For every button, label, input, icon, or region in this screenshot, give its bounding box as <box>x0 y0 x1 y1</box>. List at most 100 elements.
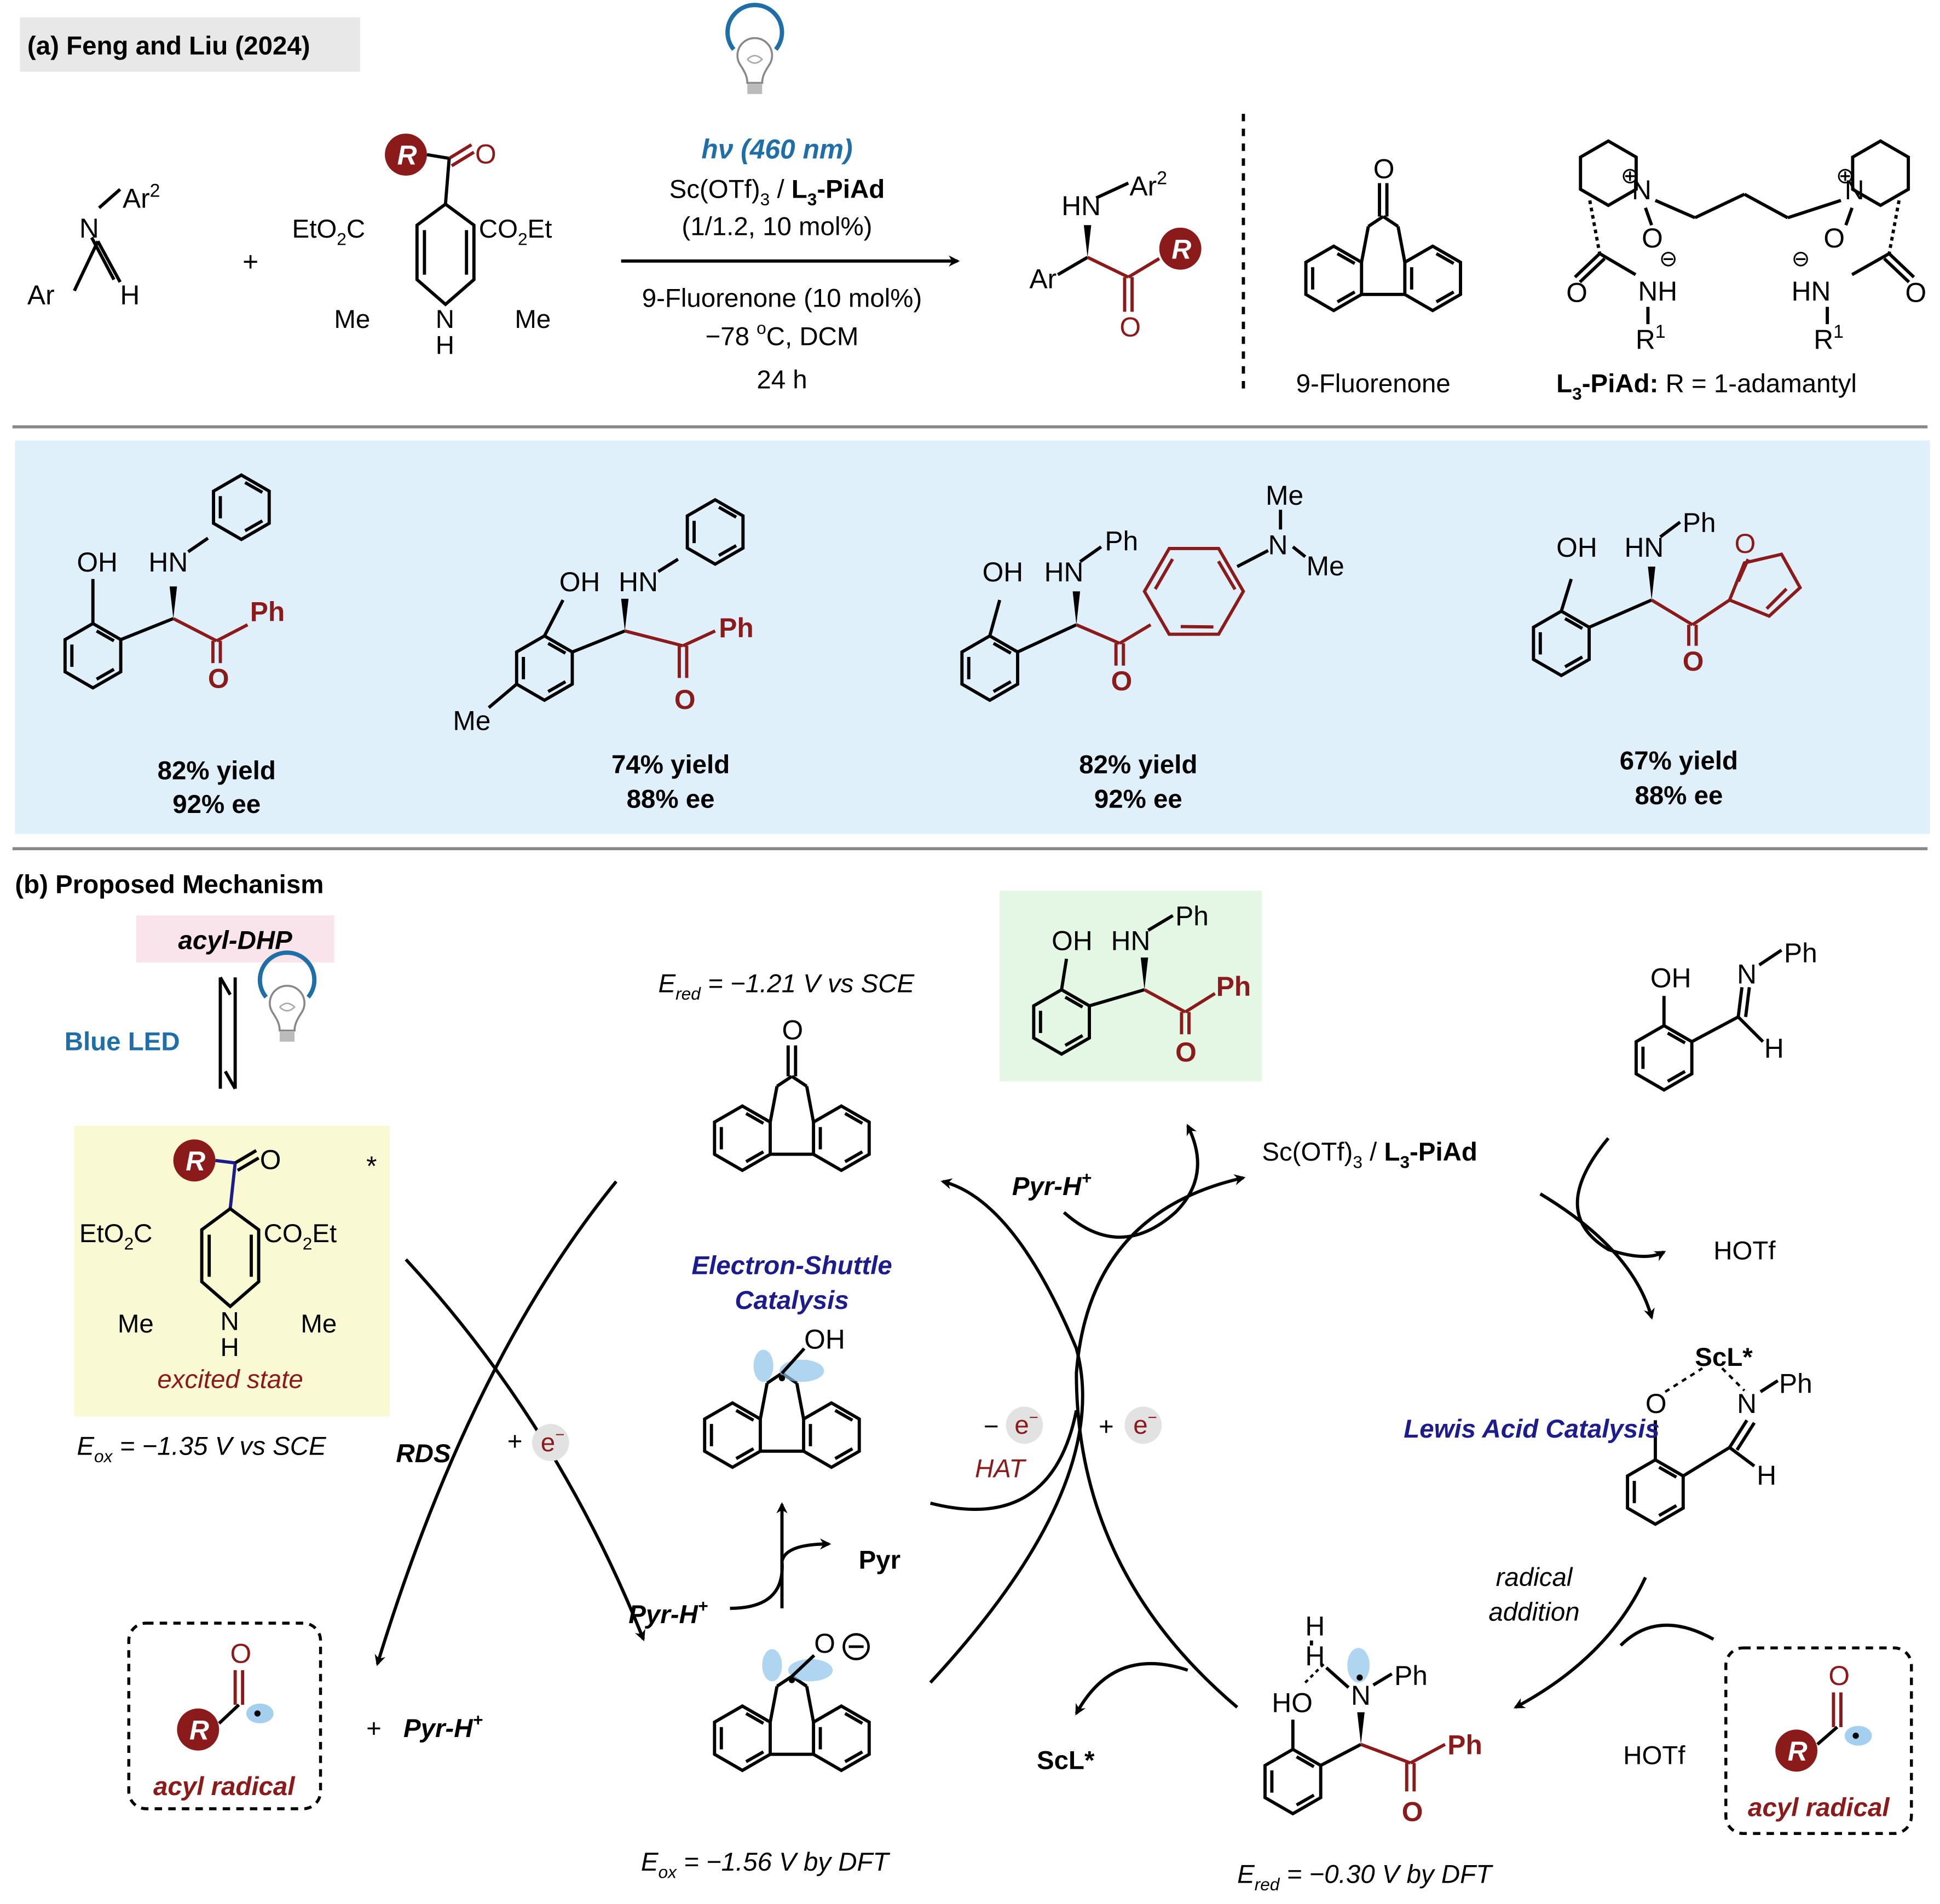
imine-reactant: N Ar2 Ar H <box>27 180 160 310</box>
svg-text:OH: OH <box>1556 532 1597 563</box>
svg-text:O: O <box>1175 1037 1197 1068</box>
product-box <box>1000 891 1262 1082</box>
svg-text:N: N <box>436 305 454 334</box>
part-a-heading: (a) Feng and Liu (2024) <box>27 31 310 60</box>
electron-circle <box>532 1424 569 1461</box>
svg-text:Ar: Ar <box>1029 264 1056 295</box>
sc-catalyst-label: Sc(OTf)3 / L3-PiAd <box>1262 1138 1477 1172</box>
acyl-radical-box <box>127 1622 322 1810</box>
excited-dhp: R O * EtO2C CO2Et Me Me N H excited stat… <box>79 1139 377 1394</box>
svg-text:e−: e− <box>541 1426 565 1457</box>
svg-text:Me: Me <box>1307 551 1344 581</box>
svg-text:N: N <box>1845 175 1864 205</box>
radical-addition-label: radical <box>1496 1563 1573 1592</box>
svg-text:R: R <box>189 1715 209 1745</box>
svg-text:CO2Et: CO2Et <box>264 1219 337 1254</box>
svg-text:Ph: Ph <box>250 596 285 627</box>
electron-shuttle-label: Electron-Shuttle <box>691 1251 892 1280</box>
eox-dhp: Eox = −1.35 V vs SCE <box>77 1432 327 1467</box>
acyl-radical-left: R O acyl radical <box>153 1638 295 1801</box>
product-structure: OH HN Ph Ph O <box>1033 901 1251 1068</box>
svg-text:acyl radical: acyl radical <box>153 1772 295 1801</box>
svg-text:NH: NH <box>1638 276 1677 307</box>
part-b-heading: (b) Proposed Mechanism <box>15 870 324 899</box>
radical-intermediate: HO H H N Ph Ph O <box>1265 1611 1482 1827</box>
pyr-h-label: Pyr-H+ <box>1012 1168 1092 1201</box>
svg-text:*: * <box>366 1151 377 1181</box>
svg-text:88% ee: 88% ee <box>627 785 715 814</box>
svg-text:Me: Me <box>334 305 370 334</box>
svg-text:OH: OH <box>559 567 601 597</box>
scope-entry-1: OH HN Ph O 82% yield 92% ee <box>65 475 285 819</box>
svg-text:HN: HN <box>1792 276 1831 307</box>
svg-text:R: R <box>1788 1736 1808 1767</box>
svg-text:OH: OH <box>1650 962 1691 993</box>
svg-text:N: N <box>1351 1680 1371 1711</box>
ered-intermediate: Ered = −0.30 V by DFT <box>1237 1860 1493 1895</box>
svg-text:N: N <box>79 213 99 244</box>
svg-text:Me: Me <box>301 1309 337 1338</box>
reaction-conditions: hν (460 nm) Sc(OTf)3 / L3-PiAd (1/1.2, 1… <box>621 134 960 395</box>
svg-text:N: N <box>1737 959 1757 990</box>
svg-text:R: R <box>397 140 417 171</box>
svg-text:(1/1.2, 10 mol%): (1/1.2, 10 mol%) <box>682 212 872 241</box>
scope-entry-2: OH Me HN Ph O 74% yield 88% ee <box>453 500 754 814</box>
hat-label: HAT <box>975 1454 1026 1483</box>
fluorenone-structure: O 9-Fluorenone <box>1296 153 1460 398</box>
svg-text:O: O <box>1823 223 1845 253</box>
scope-panel <box>15 440 1930 834</box>
svg-text:Ph: Ph <box>719 613 754 643</box>
svg-text:e−: e− <box>1014 1409 1038 1440</box>
svg-text:82% yield: 82% yield <box>158 757 276 786</box>
hotf-label: HOTf <box>1623 1741 1685 1770</box>
svg-text:HN: HN <box>1044 557 1084 587</box>
imine-substrate: OH H N Ph <box>1636 938 1817 1090</box>
excited-state-box <box>74 1126 390 1417</box>
svg-text:R: R <box>186 1146 205 1176</box>
svg-text:HN: HN <box>1111 926 1151 956</box>
svg-text:74% yield: 74% yield <box>611 750 730 779</box>
svg-text:9-Fluorenone (10 mol%): 9-Fluorenone (10 mol%) <box>642 284 922 313</box>
product-general: HN Ar2 Ar O R <box>1029 168 1202 343</box>
svg-text:⊕: ⊕ <box>1621 163 1639 188</box>
plus-electron: + <box>507 1427 523 1456</box>
svg-text:HN: HN <box>1624 532 1664 563</box>
plus-electron: + <box>1099 1412 1114 1441</box>
svg-text:O: O <box>1828 1660 1850 1691</box>
dhp-reagent: R O EtO2C CO2Et Me Me N H <box>292 134 552 360</box>
svg-text:24 h: 24 h <box>757 366 807 395</box>
svg-text:O: O <box>208 663 229 694</box>
svg-text:82% yield: 82% yield <box>1079 750 1197 779</box>
svg-text:H: H <box>1764 1033 1784 1064</box>
svg-text:Ph: Ph <box>1175 901 1209 931</box>
svg-text:Me: Me <box>1266 480 1303 511</box>
svg-text:O: O <box>814 1628 835 1659</box>
svg-text:O: O <box>230 1638 252 1669</box>
radical-addition-label: addition <box>1488 1597 1579 1626</box>
svg-text:92% ee: 92% ee <box>1094 785 1182 814</box>
svg-text:excited state: excited state <box>157 1365 303 1394</box>
svg-text:H: H <box>220 1333 239 1362</box>
svg-text:e−: e− <box>1133 1409 1157 1440</box>
svg-text:CO2Et: CO2Et <box>479 215 552 249</box>
ered-fluorenone: Ered = −1.21 V vs SCE <box>659 969 915 1003</box>
svg-text:HO: HO <box>1272 1688 1313 1718</box>
ligand-structure: N N ⊕ ⊕ O O ⊖ ⊖ O NH R1 O HN R1 L3-PiAd:… <box>1556 141 1926 403</box>
electron-circle <box>1006 1406 1043 1444</box>
acyl-radical-right: R O acyl radical <box>1748 1660 1890 1822</box>
svg-text:R1: R1 <box>1814 321 1844 355</box>
fluorenone-catalyst: O <box>714 1014 869 1170</box>
acyl-radical-box <box>1724 1646 1913 1835</box>
svg-text:Ph: Ph <box>1394 1660 1428 1691</box>
ketyl-anion: O <box>714 1628 869 1770</box>
light-bulb-icon <box>260 953 314 1042</box>
svg-text:67% yield: 67% yield <box>1620 747 1738 776</box>
sc-complex: ScL* O N Ph H <box>1627 1343 1812 1524</box>
svg-text:ScL*: ScL* <box>1695 1343 1753 1372</box>
acyl-dhp-label: acyl-DHP <box>178 926 292 955</box>
scope-entry-3: OH HN Ph O N Me Me 82% yield 92% ee <box>962 480 1344 814</box>
svg-text:N: N <box>220 1307 239 1336</box>
svg-text:EtO2C: EtO2C <box>292 215 366 249</box>
svg-text:O: O <box>1373 153 1395 184</box>
